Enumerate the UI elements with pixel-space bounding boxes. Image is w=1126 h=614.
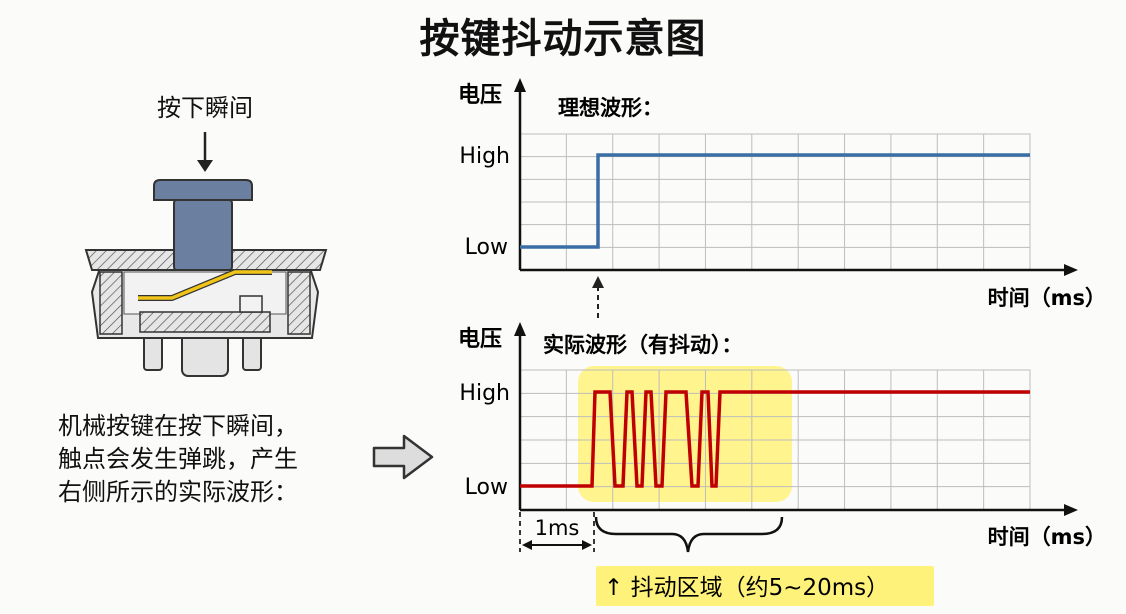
actual-waveform [520, 390, 1030, 488]
contact-post [239, 295, 263, 313]
ideal-y-axis-label: 电压 [458, 83, 502, 108]
description-line: 右侧所示的实际波形： [58, 478, 298, 506]
delay-label: 1ms [535, 516, 580, 540]
description-text: 机械按键在按下瞬间， 触点会发生弹跳，产生 右侧所示的实际波形： [58, 410, 358, 509]
key-switch-illustration [84, 132, 328, 377]
keycap [153, 179, 253, 201]
press-moment-label: 按下瞬间 [157, 94, 253, 122]
bounce-region-highlight [578, 366, 792, 502]
actual-chart-heading: 实际波形（有抖动）： [543, 333, 743, 357]
actual-y-axis-label: 电压 [458, 327, 502, 352]
press-down-arrow-icon [197, 132, 213, 172]
transition-connector [592, 276, 604, 318]
actual-x-axis-label: 时间（ms） [988, 525, 1106, 549]
switch-base-plate [139, 311, 271, 333]
switch-inner-cavity [123, 271, 287, 315]
description-line: 触点会发生弹跳，产生 [58, 445, 298, 473]
actual-low-label: Low [465, 475, 508, 500]
bounce-label-background [596, 566, 934, 606]
delay-dimension [519, 512, 595, 552]
ideal-chart-heading: 理想波形： [558, 96, 663, 120]
ideal-low-label: Low [465, 235, 508, 260]
page-title: 按键抖动示意图 [419, 16, 707, 62]
description-line: 机械按键在按下瞬间， [58, 412, 298, 440]
switch-housing-right-wall [287, 271, 311, 335]
bounce-brace [594, 516, 784, 553]
actual-high-label: High [459, 381, 510, 406]
right-arrow-icon [372, 434, 434, 480]
bounce-region-label: ↑ 抖动区域（约5~20ms） [604, 575, 889, 601]
actual-chart-axes [514, 322, 1078, 516]
switch-housing-left-wall [99, 271, 123, 335]
ideal-high-label: High [459, 144, 510, 169]
ideal-x-axis-label: 时间（ms） [988, 286, 1106, 310]
ideal-waveform [520, 153, 1030, 249]
contact-leaf-inner [138, 270, 272, 300]
ideal-chart-axes [514, 78, 1078, 276]
